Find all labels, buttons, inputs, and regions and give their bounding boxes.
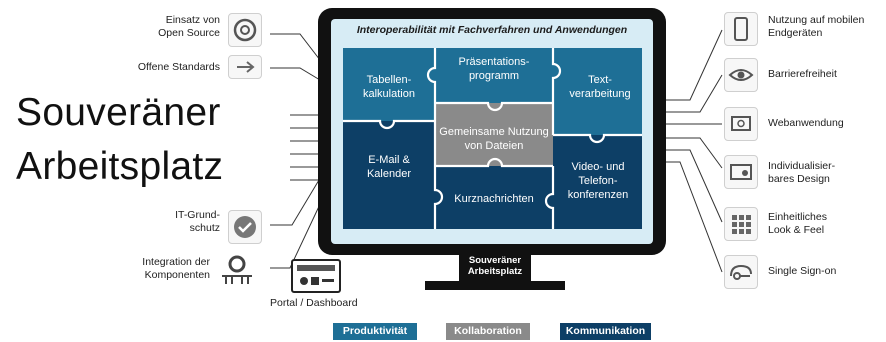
piece-gemeinsam-bg: [435, 103, 553, 166]
label-integration: Integration der Komponenten: [142, 256, 210, 281]
shield-check-icon: [228, 210, 262, 244]
monitor-header: Interoperabilität mit Fachverfahren und …: [356, 24, 628, 36]
piece-email: E-Mail & Kalender: [366, 154, 412, 180]
piece-kurz: Kurznachrichten: [454, 193, 534, 205]
label-sso: Single Sign-on: [768, 265, 837, 277]
piece-praesentation: Präsentations- programm: [458, 56, 530, 82]
web-icon: [724, 107, 758, 141]
puzzle: [343, 48, 642, 229]
piece-kurz-bg: [435, 166, 553, 229]
label-webanwendung: Webanwendung: [768, 117, 844, 129]
standards-icon: [228, 55, 262, 79]
portal-label: Portal / Dashboard: [270, 297, 358, 309]
right-connectors: [666, 29, 723, 273]
legend-communication: Kommunikation: [560, 323, 651, 340]
piece-email-bg: [343, 121, 435, 229]
stand-label: Souveräner Arbeitsplatz: [467, 255, 523, 277]
puzzle-seams: [343, 48, 642, 229]
grid-icon: [724, 207, 758, 241]
piece-text: Text- verarbeitung: [569, 74, 631, 100]
design-icon: [724, 155, 758, 189]
piece-praesentation-bg: [435, 48, 553, 103]
piece-video: Video- und Telefon- konferenzen: [567, 161, 629, 201]
open-source-icon: [228, 13, 262, 47]
label-look-feel: Einheitliches Look & Feel: [768, 211, 827, 236]
mobile-icon: [724, 12, 758, 46]
legend-productivity: Produktivität: [333, 323, 417, 340]
monitor-stand: [459, 253, 531, 283]
legend-collaboration: Kollaboration: [446, 323, 530, 340]
portal-dashboard-icon: [291, 259, 341, 293]
label-it-grundschutz: IT-Grund- schutz: [175, 209, 220, 234]
monitor-base: [425, 281, 565, 290]
piece-tabellen-bg: [343, 48, 435, 121]
piece-tabellen: Tabellen- kalkulation: [363, 74, 415, 100]
label-barrierefreiheit: Barrierefreiheit: [768, 68, 837, 80]
label-offene-standards: Offene Standards: [137, 61, 220, 72]
left-connectors: [270, 33, 323, 269]
label-design: Individualisier- bares Design: [768, 160, 836, 185]
piece-gemeinsam: Gemeinsame Nutzung von Dateien: [439, 126, 549, 152]
piece-video-bg: [553, 135, 642, 229]
label-mobile: Nutzung auf mobilen Endgeräten: [768, 14, 865, 39]
overlay-title: Souveräner Arbeitsplatz: [16, 91, 224, 188]
eye-icon: [724, 58, 758, 92]
label-open-source: Einsatz von Open Source: [158, 14, 220, 39]
key-icon: [724, 255, 758, 289]
integration-icon: [216, 250, 258, 288]
piece-text-bg: [553, 48, 642, 135]
